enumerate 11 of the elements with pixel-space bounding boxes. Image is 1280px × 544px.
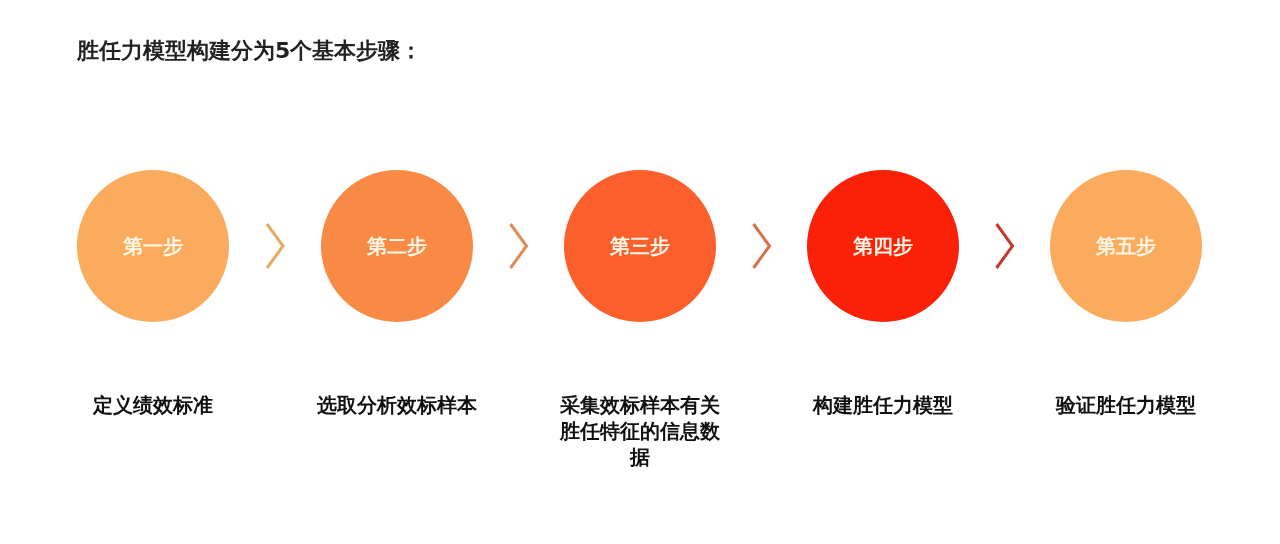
step-description: 验证胜任力模型 [1054, 392, 1197, 418]
step-description: 定义绩效标准 [91, 392, 214, 418]
step-description: 选取分析效标样本 [316, 392, 478, 418]
step-circle: 第二步 [321, 170, 473, 322]
step-circle: 第三步 [564, 170, 716, 322]
step-circle: 第一步 [77, 170, 229, 322]
step-description: 构建胜任力模型 [811, 392, 954, 418]
step-circle: 第四步 [807, 170, 959, 322]
step-description: 采集效标样本有关胜任特征的信息数据 [559, 392, 721, 470]
step-circle: 第五步 [1050, 170, 1202, 322]
title: 胜任力模型构建分为5个基本步骤： [77, 37, 423, 65]
